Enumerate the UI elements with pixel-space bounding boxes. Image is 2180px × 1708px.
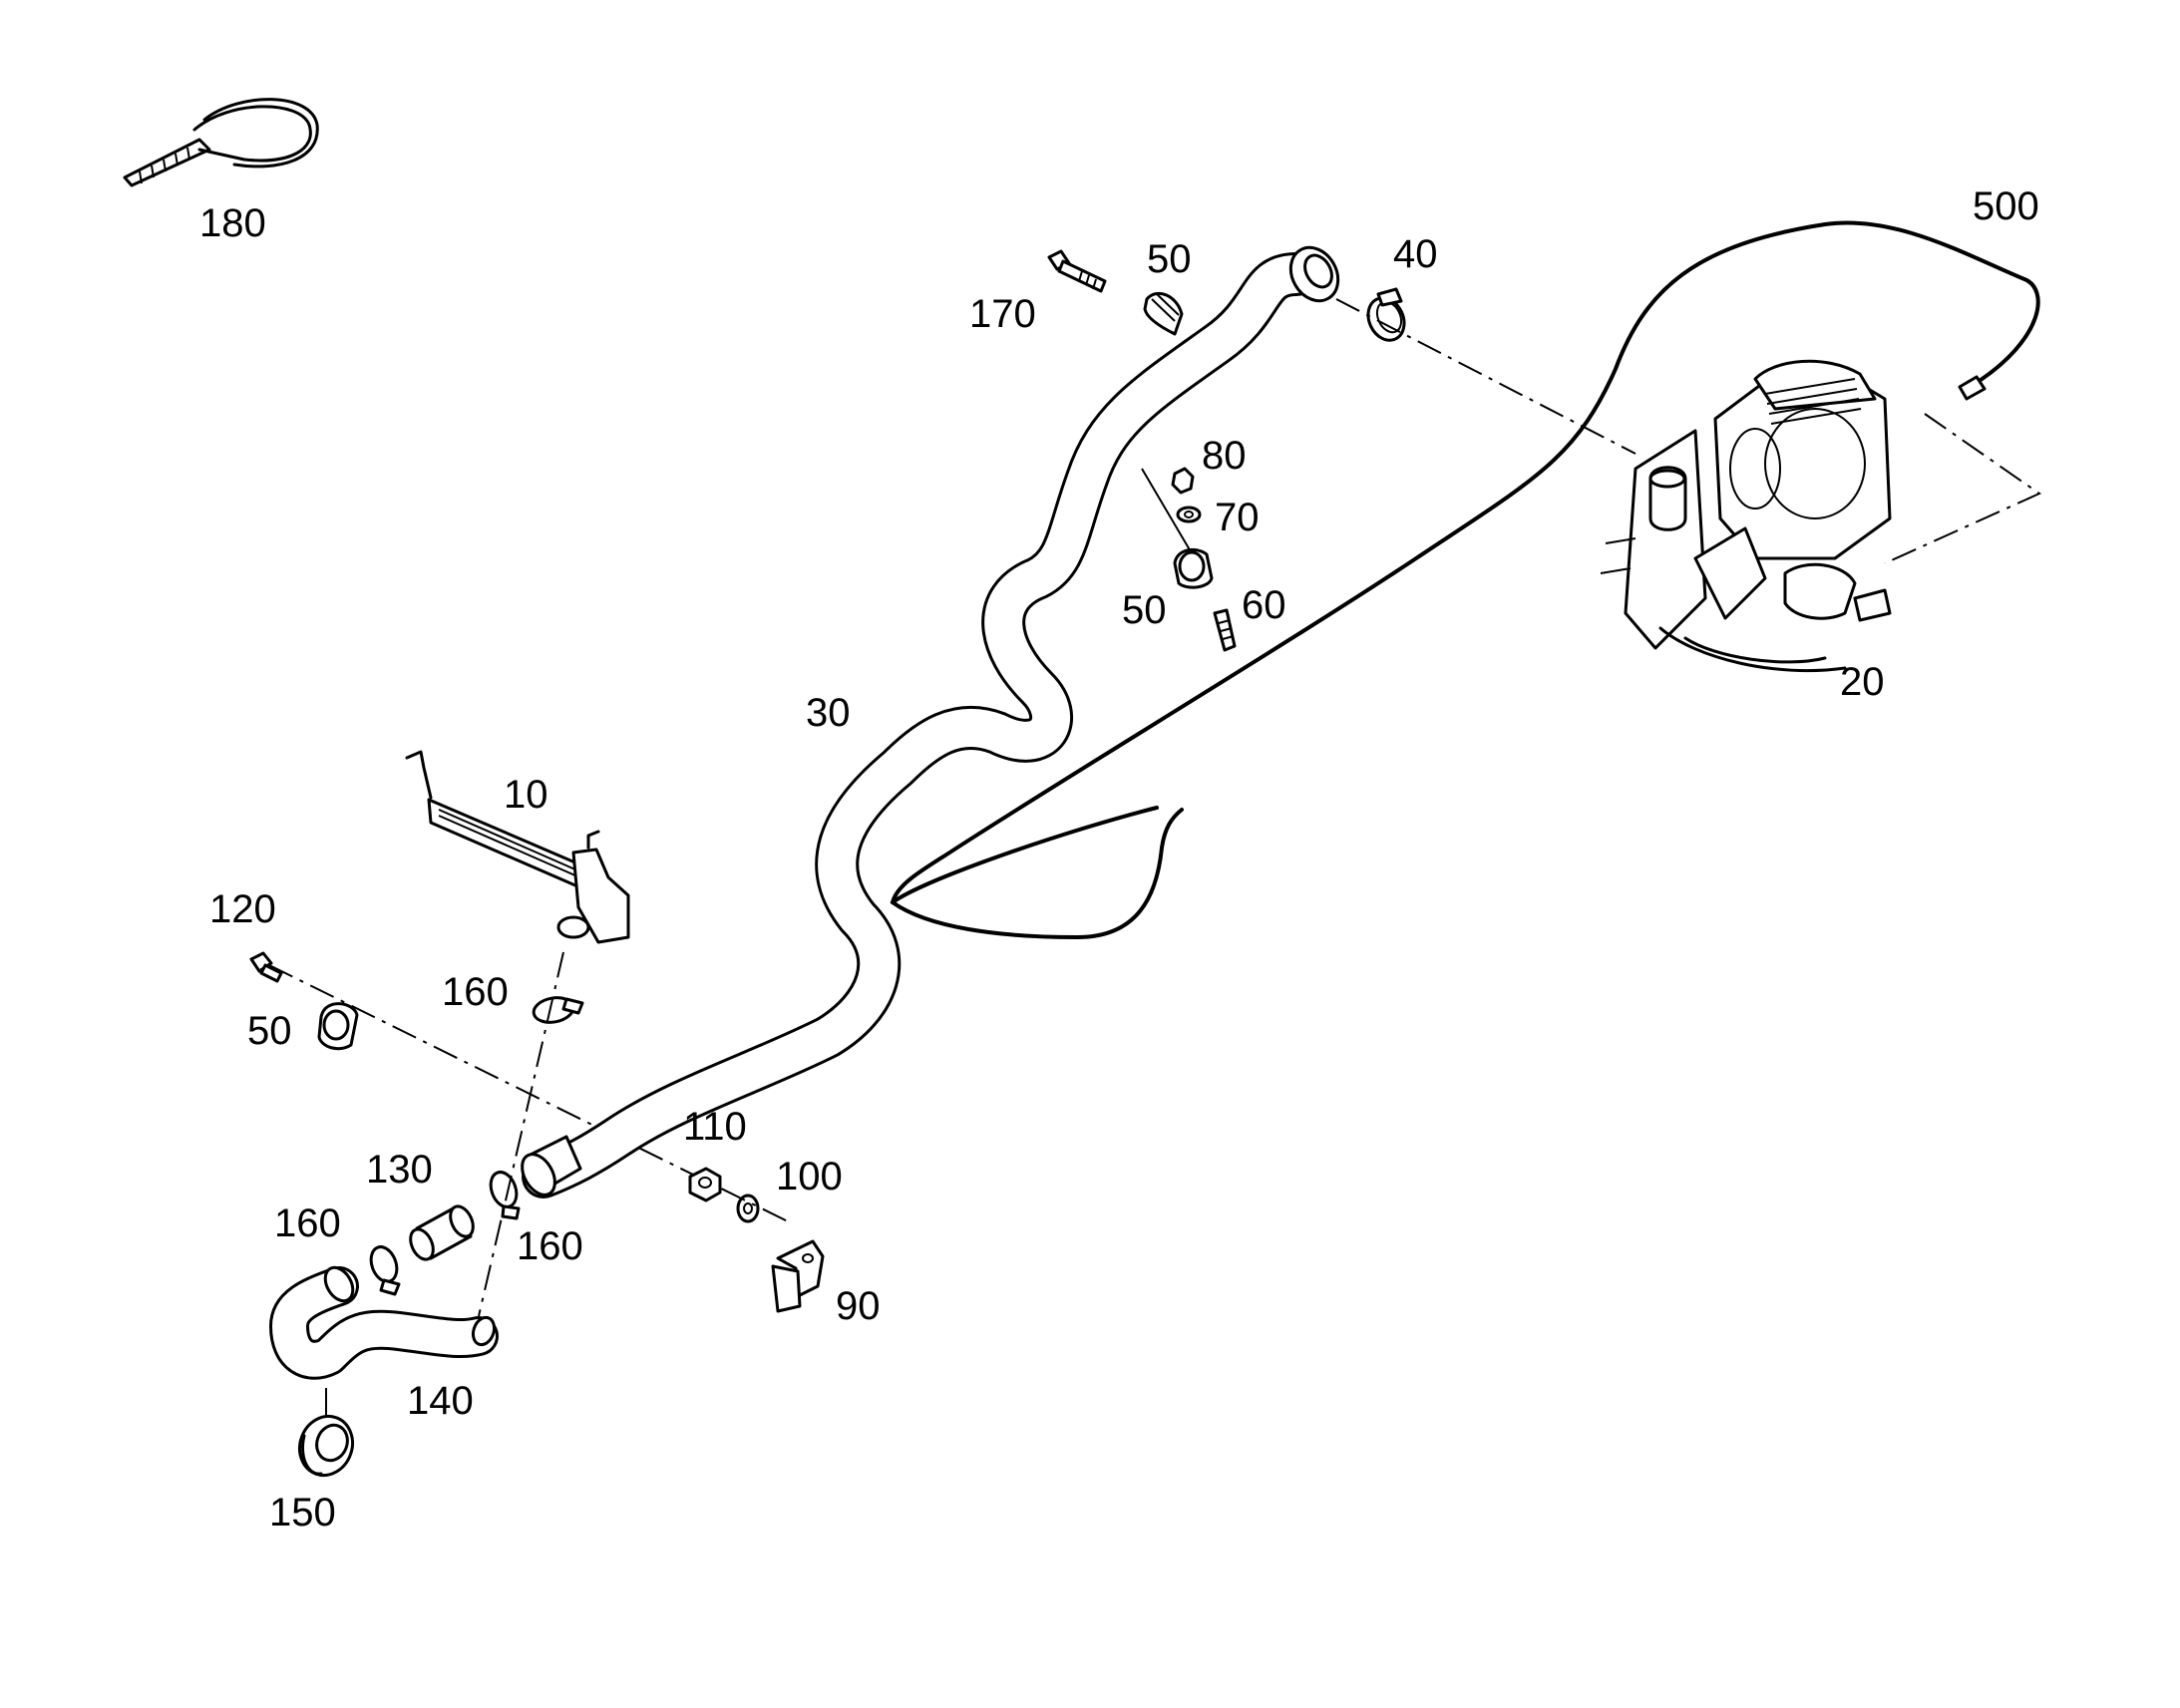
washer-part — [736, 1194, 760, 1223]
callout-100: 100 — [776, 1155, 843, 1198]
callout-10: 10 — [504, 773, 548, 817]
callout-60: 60 — [1242, 583, 1286, 627]
callout-130: 130 — [366, 1148, 433, 1192]
callout-160-right: 160 — [517, 1224, 583, 1268]
grommet-part — [298, 1414, 354, 1478]
main-duct-hose-part — [521, 245, 1340, 1198]
callout-120: 120 — [209, 887, 276, 931]
callout-500: 500 — [1973, 184, 2039, 228]
nut-part — [688, 1167, 722, 1202]
mounting-bracket-part — [405, 750, 630, 944]
callout-170: 170 — [969, 292, 1036, 336]
callout-20: 20 — [1840, 660, 1885, 704]
callout-160-top: 160 — [442, 970, 509, 1014]
cable-tie-part — [123, 98, 319, 187]
clamp-left-part — [317, 1002, 359, 1051]
callout-labels: 180 500 170 50 40 80 70 50 60 20 30 10 1… — [199, 184, 2039, 1535]
wire-harness-part — [890, 220, 2040, 940]
hose-clamp-part — [1366, 287, 1406, 342]
elbow-hose-part — [269, 1265, 499, 1380]
callout-140: 140 — [407, 1379, 474, 1423]
long-bolt-part — [1047, 249, 1107, 293]
spring-clamp-left-part — [369, 1245, 401, 1296]
callout-110: 110 — [683, 1105, 747, 1149]
callout-80: 80 — [1202, 434, 1247, 478]
spring-clamp-right-part — [489, 1171, 521, 1220]
l-bracket-part — [771, 1239, 825, 1313]
small-bolt-part — [249, 951, 283, 983]
callout-160-left: 160 — [274, 1201, 341, 1245]
clamp-top-part — [1143, 291, 1184, 336]
spring-clamp-top-part — [532, 996, 584, 1024]
mid-fasteners-group — [1171, 467, 1237, 652]
callout-50-mid: 50 — [1122, 588, 1167, 632]
callout-90: 90 — [836, 1284, 881, 1328]
heater-unit-part — [1600, 359, 1892, 673]
callout-30: 30 — [806, 691, 851, 735]
callout-70: 70 — [1215, 496, 1260, 539]
callout-150: 150 — [269, 1491, 336, 1535]
callout-40: 40 — [1393, 232, 1438, 276]
callout-50-top: 50 — [1147, 237, 1192, 281]
callout-180: 180 — [199, 201, 266, 245]
connector-tube-part — [409, 1204, 475, 1261]
callout-50-left: 50 — [247, 1009, 292, 1053]
